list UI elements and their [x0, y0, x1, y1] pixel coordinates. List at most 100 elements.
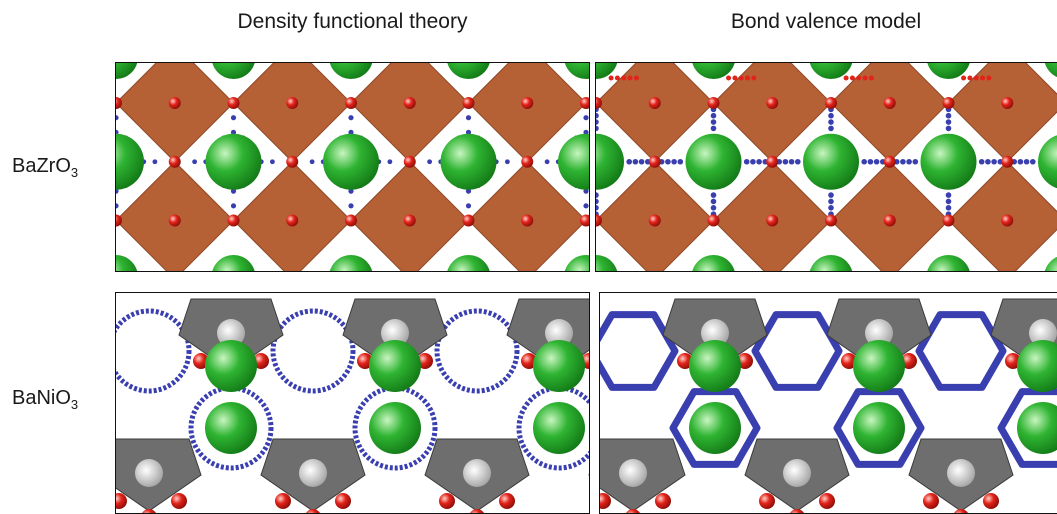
- structure-bazro3-bvm: [596, 63, 1057, 271]
- bond-point: [900, 159, 906, 165]
- ba-atom: [853, 402, 905, 454]
- formula-subscript: 3: [71, 165, 78, 180]
- o-atom: [766, 97, 778, 109]
- ba-atom: [116, 134, 144, 190]
- bond-point: [861, 159, 867, 165]
- bond-point: [466, 115, 471, 120]
- bond-point: [348, 203, 353, 208]
- o-atom: [649, 215, 661, 227]
- panel-bazro3-dft: [115, 62, 590, 272]
- bond-point: [868, 159, 874, 165]
- o-atom: [286, 97, 298, 109]
- ba-atom: [329, 255, 373, 271]
- bond-point: [1018, 159, 1024, 165]
- bond-point: [711, 113, 717, 119]
- o-atom: [275, 493, 291, 509]
- ba-atom: [596, 255, 618, 271]
- bond-point: [750, 159, 756, 165]
- ba-atom: [533, 402, 585, 454]
- o-atom: [1001, 97, 1013, 109]
- bond-point: [783, 159, 789, 165]
- bond-point: [985, 159, 991, 165]
- bond-point: [756, 159, 762, 165]
- ba-atom: [596, 63, 618, 79]
- bond-point: [828, 113, 834, 119]
- o-atom: [439, 493, 455, 509]
- bond-point: [1024, 159, 1030, 165]
- bond-point: [745, 76, 750, 81]
- o-atom: [759, 493, 775, 509]
- bond-point: [626, 159, 632, 165]
- bond-point: [828, 199, 834, 205]
- bond-point: [596, 199, 599, 205]
- row-label-bazro3: BaZrO3: [12, 155, 78, 180]
- o-atom: [404, 156, 416, 168]
- bond-point: [913, 159, 919, 165]
- bond-point: [844, 76, 849, 81]
- ba-atom: [369, 340, 421, 392]
- ba-atom: [1044, 255, 1057, 271]
- bond-point: [152, 159, 157, 164]
- o-atom: [463, 215, 475, 227]
- bond-point: [348, 115, 353, 120]
- ba-atom: [927, 255, 971, 271]
- ba-atom: [205, 402, 257, 454]
- o-atom: [335, 493, 351, 509]
- panel-baniO3-bvm: [599, 292, 1057, 514]
- bond-point: [828, 119, 834, 125]
- bond-ring: [919, 315, 1003, 388]
- bond-point: [427, 159, 432, 164]
- ba-atom: [323, 134, 379, 190]
- o-atom: [953, 509, 969, 513]
- bond-point: [980, 76, 985, 81]
- bond-point: [828, 126, 834, 132]
- ni-atom: [783, 459, 811, 487]
- ba-atom: [686, 134, 742, 190]
- o-atom: [884, 97, 896, 109]
- o-atom: [600, 493, 611, 509]
- ni-atom: [135, 459, 163, 487]
- o-atom: [286, 156, 298, 168]
- o-atom: [708, 215, 720, 227]
- bond-point: [946, 119, 952, 125]
- o-atom: [169, 97, 181, 109]
- bond-point: [609, 76, 614, 81]
- ba-atom: [564, 255, 589, 271]
- o-atom: [819, 493, 835, 509]
- ni-atom: [299, 459, 327, 487]
- ba-atom: [205, 340, 257, 392]
- bond-point: [466, 203, 471, 208]
- bond-point: [596, 113, 599, 119]
- structure-bazro3-dft: [116, 63, 589, 271]
- o-atom: [404, 97, 416, 109]
- bond-point: [967, 76, 972, 81]
- bond-point: [828, 192, 834, 198]
- o-atom: [766, 215, 778, 227]
- o-atom: [469, 509, 485, 513]
- ba-atom: [116, 63, 138, 79]
- bond-point: [310, 159, 315, 164]
- o-atom: [943, 97, 955, 109]
- o-atom: [345, 215, 357, 227]
- bond-point: [795, 159, 801, 165]
- bond-point: [231, 203, 236, 208]
- o-atom: [116, 493, 127, 509]
- bond-point: [505, 159, 510, 164]
- ba-atom: [689, 402, 741, 454]
- bond-point: [596, 192, 599, 198]
- ni-atom: [619, 459, 647, 487]
- bond-point: [828, 205, 834, 211]
- bond-ring: [437, 311, 517, 391]
- o-atom: [228, 97, 240, 109]
- bond-point: [946, 199, 952, 205]
- ni-atom: [463, 459, 491, 487]
- bond-point: [744, 159, 750, 165]
- o-atom: [228, 215, 240, 227]
- bond-point: [711, 205, 717, 211]
- ba-atom: [558, 134, 589, 190]
- bond-point: [270, 159, 275, 164]
- o-atom: [404, 215, 416, 227]
- bond-point: [639, 159, 645, 165]
- bond-point: [1030, 159, 1036, 165]
- bond-ring: [600, 315, 675, 388]
